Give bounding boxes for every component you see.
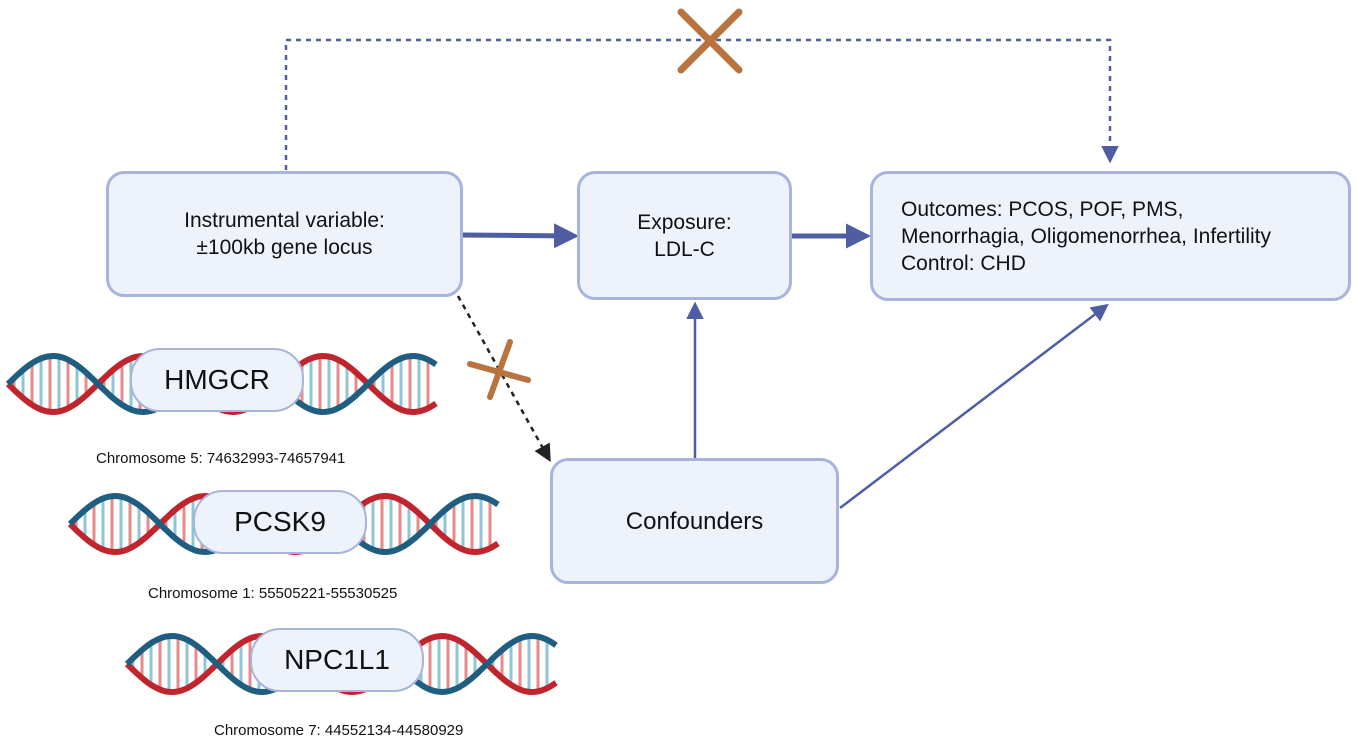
node-line: ±100kb gene locus	[196, 236, 373, 259]
dashed-direct-path	[284, 38, 1119, 170]
outcomes-node: Outcomes: PCOS, POF, PMS, Menorrhagia, O…	[870, 171, 1351, 301]
chromosome-location: Chromosome 7: 44552134-44580929	[214, 722, 464, 739]
arrow-instrument-to-exposure	[461, 223, 579, 249]
chromosome-location: Chromosome 5: 74632993-74657941	[96, 450, 346, 467]
node-line: Instrumental variable:	[184, 209, 385, 232]
gene-label-pcsk9: PCSK9	[193, 490, 367, 554]
arrow-confounders-to-outcomes	[839, 303, 1109, 509]
node-line: LDL-C	[654, 237, 715, 261]
node-line: Confounders	[625, 507, 764, 535]
node-line: Outcomes: PCOS, POF, PMS,	[901, 197, 1184, 221]
cross-top-icon	[677, 8, 743, 74]
gene-label-npc1l1: NPC1L1	[250, 628, 424, 692]
gene-label-hmgcr: HMGCR	[130, 348, 304, 412]
chromosome-location: Chromosome 1: 55505221-55530525	[148, 585, 398, 602]
node-text: Exposure: LDL-C	[637, 209, 732, 263]
cross-confounder-icon	[467, 339, 531, 400]
confounders-node: Confounders	[550, 458, 839, 584]
node-line: Menorrhagia, Oligomenorrhea, Infertility	[901, 224, 1272, 248]
node-text: Outcomes: PCOS, POF, PMS, Menorrhagia, O…	[901, 196, 1271, 277]
node-line: Exposure:	[637, 210, 732, 234]
node-text: Instrumental variable: ±100kb gene locus	[184, 207, 385, 261]
node-text: Confounders	[626, 508, 763, 535]
exposure-node: Exposure: LDL-C	[577, 171, 792, 300]
instrumental-variable-node: Instrumental variable: ±100kb gene locus	[106, 171, 463, 297]
dashed-arrow-instrument-to-confounders	[456, 295, 551, 463]
node-line: Control: CHD	[901, 251, 1026, 275]
